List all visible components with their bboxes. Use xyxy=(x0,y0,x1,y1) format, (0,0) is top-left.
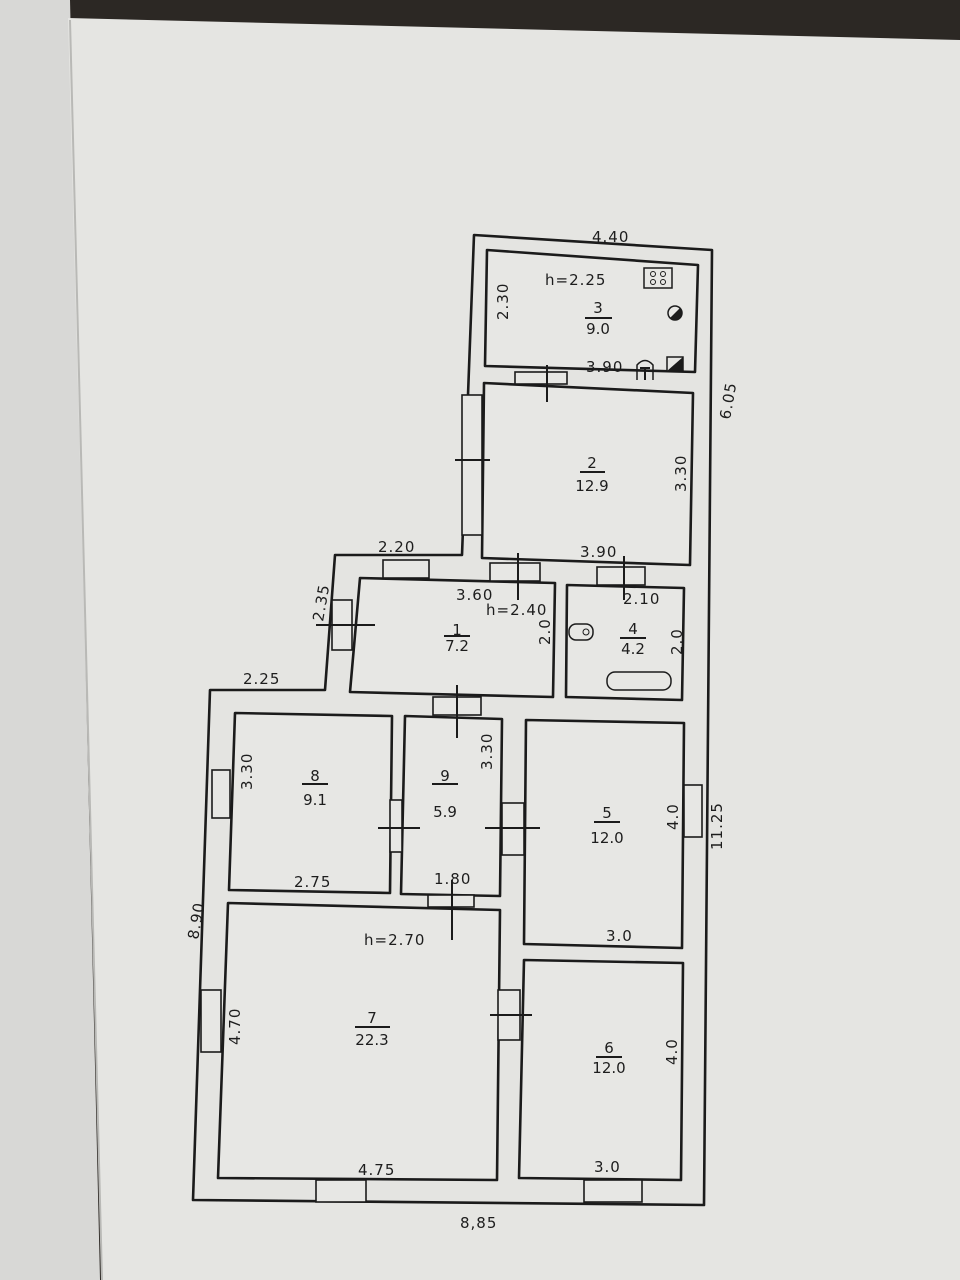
tank-icon xyxy=(636,359,654,380)
room-7-area: 22.3 xyxy=(355,1031,388,1049)
room-6-width: 3.0 xyxy=(594,1158,621,1176)
room-8-area: 9.1 xyxy=(303,791,327,809)
room-2 xyxy=(480,381,695,567)
room-1-number: 1 xyxy=(452,621,462,639)
room-9-width: 1.80 xyxy=(434,870,471,888)
room-3-width: 3.90 xyxy=(586,358,623,376)
room-7-depth: 4.70 xyxy=(226,1008,244,1045)
room-8-width: 2.75 xyxy=(294,873,331,891)
room-3-height: h=2.25 xyxy=(545,271,606,289)
room-6-area: 12.0 xyxy=(592,1059,625,1077)
room-2-depth: 3.30 xyxy=(672,455,690,492)
dim-right-lower: 11.25 xyxy=(708,802,726,850)
room-9-depth: 3.30 xyxy=(478,733,496,770)
toilet-icon xyxy=(568,623,594,641)
left-page xyxy=(0,0,100,1280)
room-6-depth: 4.0 xyxy=(663,1038,681,1065)
room-8 xyxy=(227,711,394,895)
room-2-area: 12.9 xyxy=(575,477,608,495)
room-7-width: 4.75 xyxy=(358,1161,395,1179)
room-4-area: 4.2 xyxy=(621,640,645,658)
room-1-height: h=2.40 xyxy=(486,601,547,619)
room-9-number: 9 xyxy=(440,767,450,785)
room-3-depth: 2.30 xyxy=(494,283,512,320)
dim-step-top: 2.20 xyxy=(378,538,415,556)
dim-mid-top: 3.90 xyxy=(580,543,617,561)
room-5-number: 5 xyxy=(602,804,612,822)
room-5-depth: 4.0 xyxy=(664,803,682,830)
room-5-width: 3.0 xyxy=(606,927,633,945)
room-7 xyxy=(216,901,502,1182)
dim-bottom: 8,85 xyxy=(460,1214,497,1232)
dim-step-left: 2.25 xyxy=(243,670,280,688)
room-6-number: 6 xyxy=(604,1039,614,1057)
room-1-area: 7.2 xyxy=(445,637,469,655)
door-marks xyxy=(316,365,625,1016)
room-4-depth: 2.0 xyxy=(668,628,686,655)
room-2-number: 2 xyxy=(587,454,597,472)
room-8-number: 8 xyxy=(310,767,320,785)
room-3-area: 9.0 xyxy=(586,320,610,338)
dim-top: 4.40 xyxy=(592,228,629,246)
room-8-depth: 3.30 xyxy=(238,753,256,790)
room-6 xyxy=(517,958,685,1182)
room-9-area: 5.9 xyxy=(433,803,457,821)
page-edge xyxy=(69,19,103,1280)
boiler-icon xyxy=(667,305,683,321)
room-5-area: 12.0 xyxy=(590,829,623,847)
room-4-width: 2.10 xyxy=(623,590,660,608)
stove-icon xyxy=(643,267,673,289)
room-1-depth: 2.0 xyxy=(536,618,554,645)
room-1-width: 3.60 xyxy=(456,586,493,604)
room-7-height: h=2.70 xyxy=(364,931,425,949)
bathtub-icon xyxy=(606,671,672,691)
room-5 xyxy=(522,718,686,950)
room-3-number: 3 xyxy=(593,299,603,317)
room-7-number: 7 xyxy=(367,1009,377,1027)
room-4-number: 4 xyxy=(628,620,638,638)
heater-icon xyxy=(666,356,684,372)
